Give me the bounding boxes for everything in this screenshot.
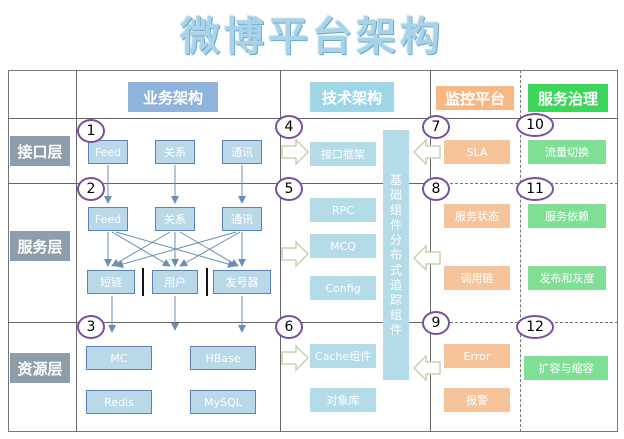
biz-service-relation: 关系	[155, 207, 195, 231]
block-arrow-right-3	[281, 344, 310, 372]
tech-service-mcq: MCQ	[310, 234, 376, 258]
circle-9: 9	[422, 311, 450, 335]
tech-service-rpc: RPC	[310, 198, 376, 222]
row-divider-1	[8, 183, 430, 184]
circle-1: 1	[77, 119, 105, 143]
biz-resource-mysql: MySQL	[190, 390, 256, 414]
block-arrow-left-1	[412, 138, 441, 166]
col-divider-4-dashed	[520, 70, 521, 432]
biz-interface-feed: Feed	[88, 140, 128, 164]
biz-service-message: 通讯	[222, 207, 262, 231]
row-divider-2	[8, 322, 430, 323]
diagram-frame	[8, 70, 618, 432]
arrow-msg-shortlink	[115, 231, 237, 268]
header-divider	[8, 118, 618, 119]
tech-resource-cache: Cache组件	[310, 344, 376, 368]
monitor-sla: SLA	[444, 140, 510, 164]
circle-5: 5	[275, 177, 303, 201]
page-title: 微博平台架构	[180, 14, 444, 60]
header-monitor: 监控平台	[436, 86, 514, 110]
layer-interface: 接口层	[10, 136, 70, 166]
biz-interface-relation: 关系	[155, 140, 195, 164]
gov-traffic-switch: 流量切换	[528, 140, 606, 164]
col-divider-1	[76, 70, 77, 432]
tech-vertical-components: 基础组件 分布式追踪组件	[383, 130, 409, 380]
monitor-alarm: 报警	[444, 388, 510, 412]
gov-release-gray: 发布和灰度	[528, 266, 606, 290]
circle-2: 2	[77, 177, 105, 201]
circle-3: 3	[77, 315, 105, 339]
tech-service-config: Config	[310, 276, 376, 300]
gov-service-dependency: 服务依赖	[528, 204, 606, 228]
circle-7: 7	[422, 115, 450, 139]
circle-10: 10	[516, 113, 554, 137]
biz-service-idgen: 发号器	[213, 270, 271, 294]
gov-scale: 扩容与缩容	[524, 356, 608, 380]
circle-6: 6	[275, 315, 303, 339]
block-arrow-left-2	[412, 244, 441, 272]
arrow-msg-user	[179, 231, 241, 267]
header-tech: 技术架构	[310, 82, 394, 112]
layer-resource: 资源层	[10, 353, 70, 383]
circle-12: 12	[516, 315, 554, 339]
biz-resource-redis: Redis	[86, 390, 152, 414]
col-divider-3	[430, 70, 431, 432]
biz-service-feed: Feed	[88, 207, 128, 231]
circle-4: 4	[275, 115, 303, 139]
block-arrow-left-3	[412, 354, 441, 382]
tech-interface-framework: 接口框架	[310, 142, 376, 166]
circle-8: 8	[422, 177, 450, 201]
biz-service-user: 用户	[152, 270, 198, 294]
header-governance: 服务治理	[528, 84, 608, 112]
header-business: 业务架构	[128, 82, 218, 112]
monitor-service-status: 服务状态	[444, 204, 510, 228]
biz-resource-hbase: HBase	[190, 346, 256, 370]
monitor-call-chain: 调用链	[444, 266, 510, 290]
biz-resource-mc: MC	[86, 346, 152, 370]
block-arrow-right-2	[281, 240, 310, 268]
biz-interface-message: 通讯	[222, 140, 262, 164]
block-arrow-right-1	[281, 138, 310, 166]
tech-resource-objectlib: 对象库	[310, 388, 376, 412]
col-divider-2	[280, 70, 281, 432]
circle-11: 11	[516, 177, 554, 201]
biz-service-shortlink: 短链	[87, 270, 135, 294]
layer-service: 服务层	[10, 231, 70, 261]
monitor-error: Error	[444, 344, 510, 368]
